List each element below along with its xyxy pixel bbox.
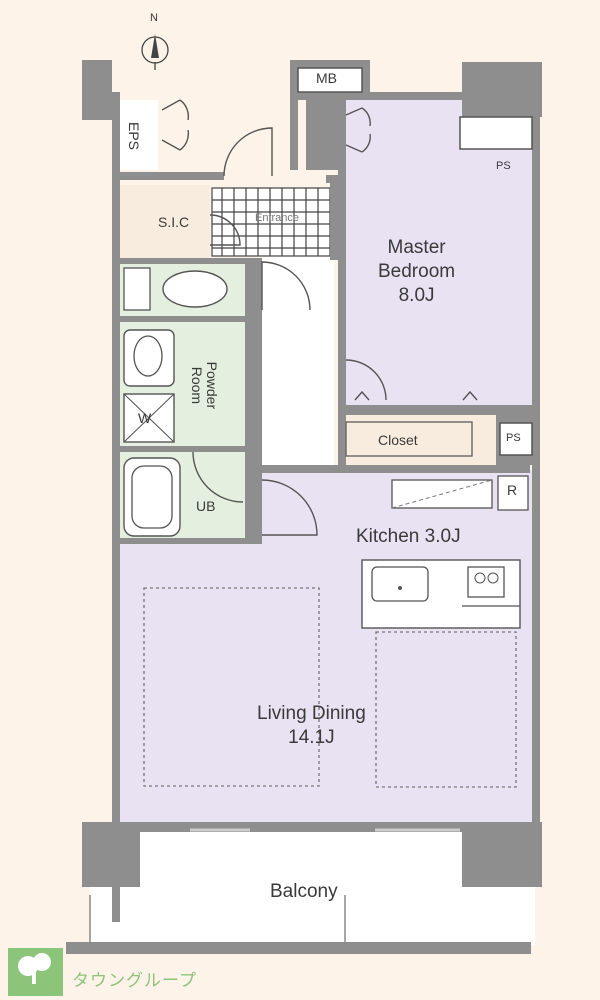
ps-label-top: PS: [496, 160, 511, 172]
bathtub: [123, 457, 181, 537]
master-bedroom-size: 8.0J: [398, 284, 435, 306]
sic-floor: [120, 185, 210, 260]
powder-room-line1: Powder: [204, 361, 221, 410]
dining-table: [375, 631, 517, 788]
ps-label-mid: PS: [506, 432, 521, 444]
compass-icon: [141, 34, 169, 70]
balcony-label: Balcony: [270, 881, 338, 902]
ps-shaft-top: [459, 116, 533, 150]
eps-floor: [118, 100, 158, 170]
kitchen-counter: [361, 559, 521, 629]
burner: [474, 572, 486, 584]
living-dining-name: Living Dining: [257, 703, 366, 724]
washbasin: [123, 329, 175, 387]
doors: [161, 99, 478, 536]
shelf-diagonal: [391, 479, 493, 509]
logo-text: タウングループ: [72, 971, 197, 990]
sink: [371, 566, 429, 602]
walls: [66, 60, 542, 954]
washer-label: W: [138, 410, 152, 426]
powder-room-label: Powder Room: [188, 361, 221, 410]
stove: [467, 566, 505, 598]
master-bedroom-title: Master Bedroom 8.0J: [378, 236, 455, 307]
mb-label: MB: [316, 70, 337, 86]
refrigerator-label: R: [507, 482, 518, 498]
ub-label: UB: [196, 498, 216, 514]
sink-drain: [398, 586, 402, 590]
eps-label: EPS: [126, 121, 143, 151]
ps-shaft-mid: [499, 422, 533, 456]
entrance-label: Entrance: [255, 212, 300, 224]
bathtub-inner: [131, 465, 173, 529]
burner: [487, 572, 499, 584]
logo-tree-icon: [8, 948, 63, 996]
washbasin-bowl: [133, 335, 163, 377]
balcony-floor: [90, 830, 535, 945]
toilet: [162, 270, 228, 308]
living-dining-title: Living Dining 14.1J: [257, 702, 366, 750]
closet-label: Closet: [378, 432, 418, 448]
mb-box: [297, 67, 363, 93]
refrigerator: [497, 475, 529, 511]
sic-label: S.I.C: [158, 214, 190, 230]
toilet-tank: [123, 267, 151, 311]
living-dining-size: 14.1J: [288, 726, 335, 748]
closet-box: [345, 421, 473, 457]
hall-floor: [262, 255, 334, 470]
entrance-tiles: [211, 187, 331, 257]
master-bedroom-floor: [346, 100, 532, 415]
master-bedroom-line2: Bedroom: [378, 260, 456, 282]
powder-room-line2: Room: [188, 366, 205, 405]
washer-diagonal: [123, 393, 175, 443]
compass-north-label: N: [150, 12, 158, 24]
master-bedroom-line1: Master: [387, 237, 446, 258]
kitchen-label: Kitchen 3.0J: [356, 526, 461, 547]
